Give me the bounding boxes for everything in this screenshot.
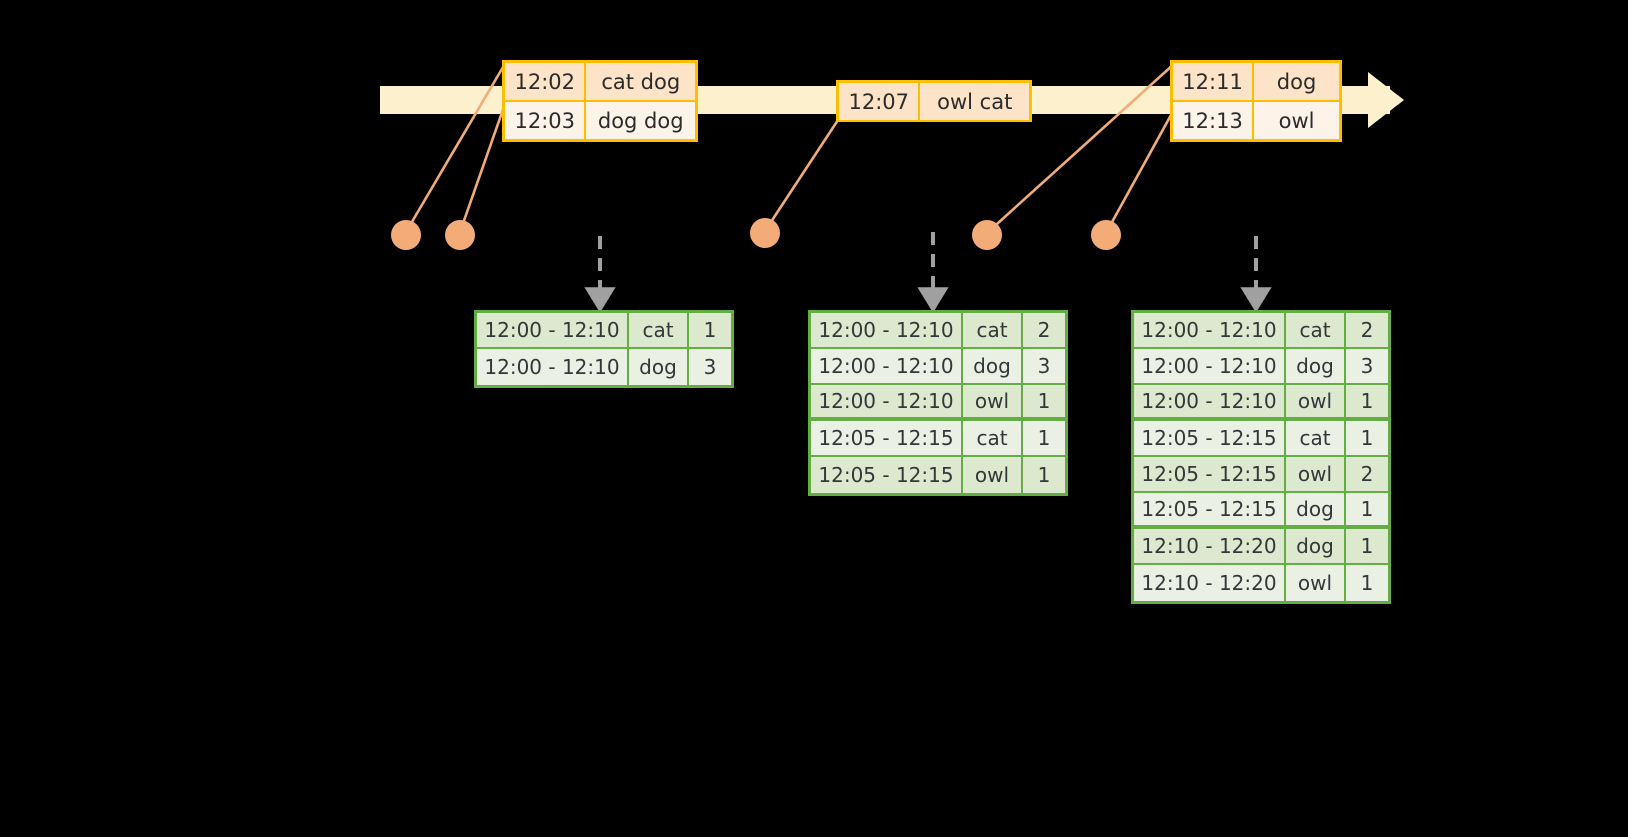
cell-count: 3 [689, 349, 731, 385]
cell-window: 12:00 - 12:10 [811, 385, 963, 421]
cell-key: cat [629, 313, 689, 349]
cell-count: 1 [1346, 493, 1388, 529]
dot-marker-12-13 [1091, 220, 1121, 250]
cell-window: 12:00 - 12:10 [477, 349, 629, 385]
event-time: 12:11 [1173, 63, 1255, 100]
dot-marker-12-11 [972, 220, 1002, 250]
cell-window: 12:00 - 12:10 [1134, 385, 1286, 421]
event-time: 12:13 [1173, 102, 1255, 139]
cell-count: 1 [1346, 565, 1388, 601]
dot-marker-12-02 [391, 220, 421, 250]
cell-window: 12:00 - 12:10 [811, 349, 963, 385]
cell-key: owl [963, 385, 1023, 421]
cell-window: 12:05 - 12:15 [811, 421, 963, 457]
timeline-arrowhead [1368, 72, 1404, 128]
event-time: 12:03 [505, 102, 587, 139]
cell-count: 1 [1023, 421, 1065, 457]
dot-marker-12-07 [750, 218, 780, 248]
cell-window: 12:00 - 12:10 [811, 313, 963, 349]
cell-window: 12:00 - 12:10 [1134, 313, 1286, 349]
event-row[interactable]: 12:11 dog [1173, 63, 1339, 100]
cell-count: 1 [1023, 457, 1065, 493]
connector-line-12-11 [986, 63, 1175, 234]
cell-count: 1 [1346, 385, 1388, 421]
cell-count: 3 [1346, 349, 1388, 385]
event-group-2[interactable]: 12:07 owl cat [836, 80, 1032, 122]
event-group-3[interactable]: 12:11 dog 12:13 owl [1170, 60, 1342, 142]
cell-window: 12:05 - 12:15 [1134, 457, 1286, 493]
cell-key: cat [963, 421, 1023, 457]
connector-line-12-07 [763, 119, 840, 232]
event-row[interactable]: 12:07 owl cat [839, 83, 1029, 120]
cell-key: owl [1286, 457, 1346, 493]
cell-count: 3 [1023, 349, 1065, 385]
cell-window: 12:00 - 12:10 [1134, 349, 1286, 385]
cell-window: 12:00 - 12:10 [477, 313, 629, 349]
cell-key: cat [1286, 313, 1346, 349]
cell-count: 1 [1346, 529, 1388, 565]
cell-count: 2 [1346, 313, 1388, 349]
event-group-1[interactable]: 12:02 cat dog 12:03 dog dog [502, 60, 698, 142]
cell-key: cat [963, 313, 1023, 349]
connector-line-12-13 [1104, 105, 1178, 234]
cell-key: dog [1286, 529, 1346, 565]
event-value: owl cat [920, 83, 1029, 120]
cell-count: 1 [689, 313, 731, 349]
cell-key: owl [963, 457, 1023, 493]
cell-count: 2 [1346, 457, 1388, 493]
event-row[interactable]: 12:13 owl [1173, 100, 1339, 139]
cell-key: owl [1286, 565, 1346, 601]
dot-marker-12-03 [445, 220, 475, 250]
event-time: 12:02 [505, 63, 587, 100]
cell-count: 1 [1023, 385, 1065, 421]
cell-key: owl [1286, 385, 1346, 421]
event-value: dog [1254, 63, 1339, 100]
cell-window: 12:10 - 12:20 [1134, 529, 1286, 565]
cell-key: cat [1286, 421, 1346, 457]
event-row[interactable]: 12:03 dog dog [505, 100, 695, 139]
cell-key: dog [1286, 493, 1346, 529]
cell-window: 12:05 - 12:15 [1134, 421, 1286, 457]
cell-count: 2 [1023, 313, 1065, 349]
event-value: cat dog [586, 63, 695, 100]
connector-line-12-02 [404, 61, 508, 233]
cell-window: 12:05 - 12:15 [1134, 493, 1286, 529]
event-time: 12:07 [839, 83, 921, 120]
cell-window: 12:05 - 12:15 [811, 457, 963, 493]
event-row[interactable]: 12:02 cat dog [505, 63, 695, 100]
event-value: dog dog [586, 102, 695, 139]
cell-key: dog [963, 349, 1023, 385]
cell-count: 1 [1346, 421, 1388, 457]
cell-key: dog [629, 349, 689, 385]
cell-key: dog [1286, 349, 1346, 385]
cell-window: 12:10 - 12:20 [1134, 565, 1286, 601]
event-value: owl [1254, 102, 1339, 139]
